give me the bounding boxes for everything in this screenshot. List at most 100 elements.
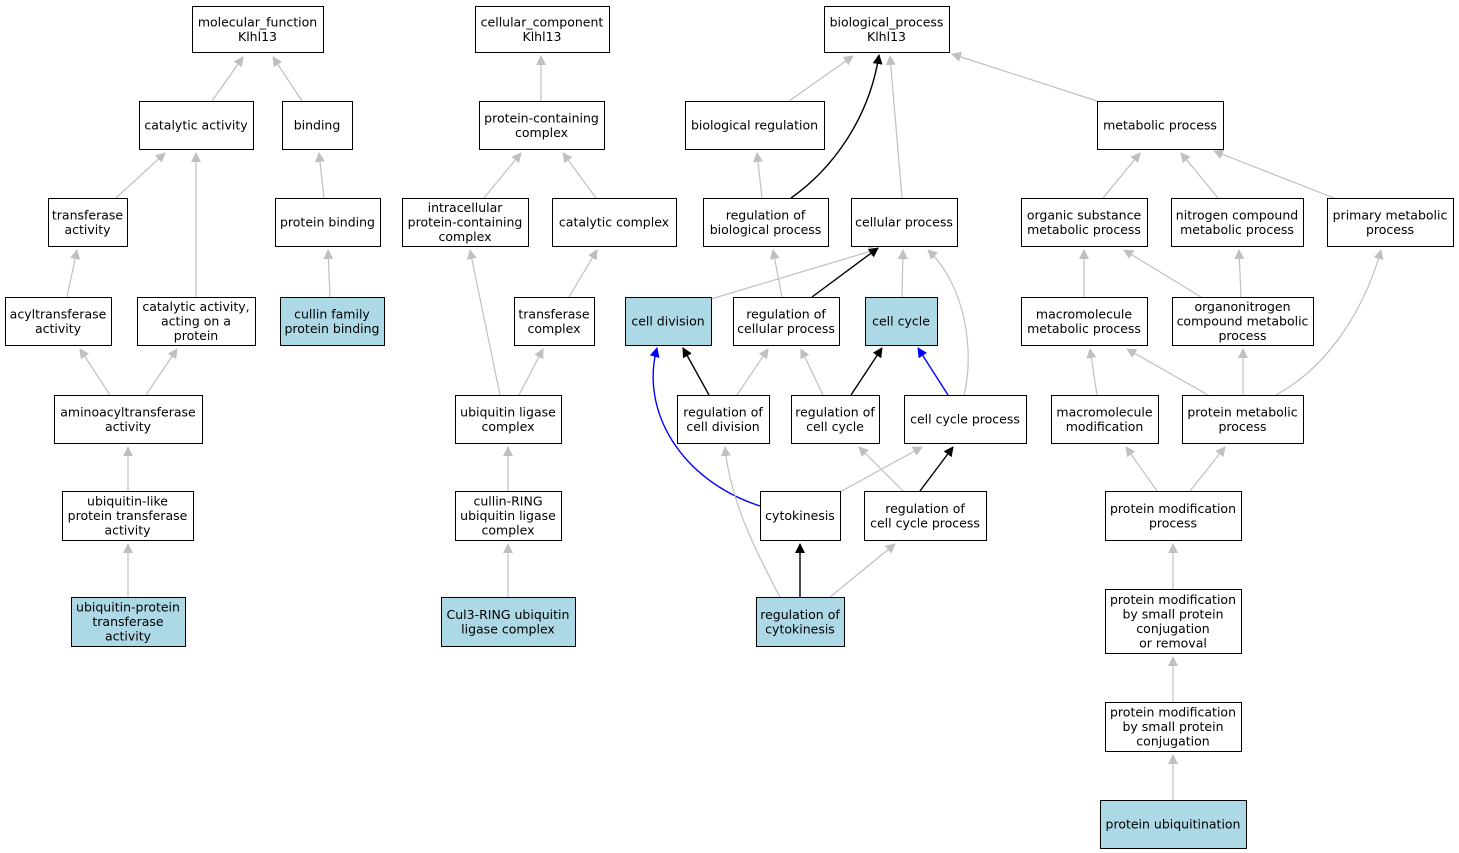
edge-protmod-to-macromod [1125,446,1158,492]
go-term-box [1327,198,1454,247]
go-term-node-binding[interactable]: binding [282,101,353,150]
go-term-box [5,297,112,346]
go-term-box [756,597,845,647]
go-term-label-line: complex [439,229,492,244]
go-term-label-line: cell cycle process [910,412,1020,427]
go-term-node-bioreg[interactable]: biological regulation [685,101,825,150]
go-term-node-proteinbinding[interactable]: protein binding [275,198,381,247]
edge-regcytokinesis-to-regccprocess [829,543,896,598]
go-term-label-line: process [1218,419,1266,434]
go-term-node-catcomplex[interactable]: catalytic complex [552,198,677,247]
go-term-box [703,198,829,247]
edge-regccprocess-to-regcellcycle [858,446,904,492]
go-term-label-line: by small protein [1122,606,1223,621]
go-term-label-line: protein [174,328,218,343]
go-term-label-line: ligase complex [461,621,555,636]
go-term-box [552,198,677,247]
go-term-label-line: metabolic process [1180,222,1294,237]
go-term-box [514,297,595,346]
go-term-box [625,297,712,346]
edge-acyltransferase-to-transferase [66,249,81,298]
edge-regbio-to-bp [790,54,883,199]
go-term-label-line: activity [64,222,111,237]
go-term-box [904,395,1027,444]
go-term-box [851,198,958,247]
go-term-label-line: transferase [52,207,124,222]
go-term-label-line: Klhl13 [867,29,906,44]
go-term-box [280,297,385,346]
go-term-label-line: cell division [686,419,759,434]
edge-cellcycle-to-cellular [897,249,908,298]
edge-nitrogen-to-metabolic [1180,152,1219,199]
go-term-box [1172,297,1314,346]
go-term-label-line: biological_process [830,14,944,29]
edge-orgsubst-to-metabolic [1102,152,1141,199]
edge-protmod-to-protmetab [1189,446,1226,492]
go-term-node-ubiquitination[interactable]: protein ubiquitination [1100,800,1247,849]
go-term-label-line: protein modification [1110,501,1236,516]
go-term-node-metabolic[interactable]: metabolic process [1097,101,1224,150]
go-term-label-line: regulation of [760,607,840,622]
go-term-node-catalytic[interactable]: catalytic activity [139,101,254,150]
go-term-label-line: protein binding [280,215,375,230]
edge-aminoacyl-to-acyltransferase [79,348,111,396]
go-term-label-line: by small protein [1122,719,1223,734]
go-term-label-line: protein metabolic [1187,404,1297,419]
go-term-label-line: ubiquitin-like [87,494,168,509]
go-term-node-cellcycle[interactable]: cell cycle [865,297,938,346]
go-term-node-celldivision[interactable]: cell division [625,297,712,346]
edge-ubligase-to-intracellular [466,249,501,396]
go-term-node-cytokinesis[interactable]: cytokinesis [760,491,841,541]
go-term-box [455,491,562,541]
go-term-node-ccprocess[interactable]: cell cycle process [904,395,1027,444]
go-term-label-line: activity [35,321,82,336]
edge-primary-to-metabolic [1213,149,1335,199]
go-term-label-line: transferase [92,614,164,629]
go-term-box [1021,198,1148,247]
edge-transcomplex-to-catcomplex [568,249,598,298]
edge-proteinbinding-to-binding [315,152,325,199]
go-term-label-line: cellular process [855,215,953,230]
go-term-label-line: activity [105,419,152,434]
edge-catalytic-to-mf [211,56,244,102]
go-term-label-line: binding [294,118,341,133]
go-term-label-line: cellular_component [481,14,604,29]
go-term-label-line: organic substance [1027,207,1142,222]
edge-regcellular-to-cellular [811,247,879,298]
go-term-node-cellular[interactable]: cellular process [851,198,958,247]
go-term-box [685,101,825,150]
